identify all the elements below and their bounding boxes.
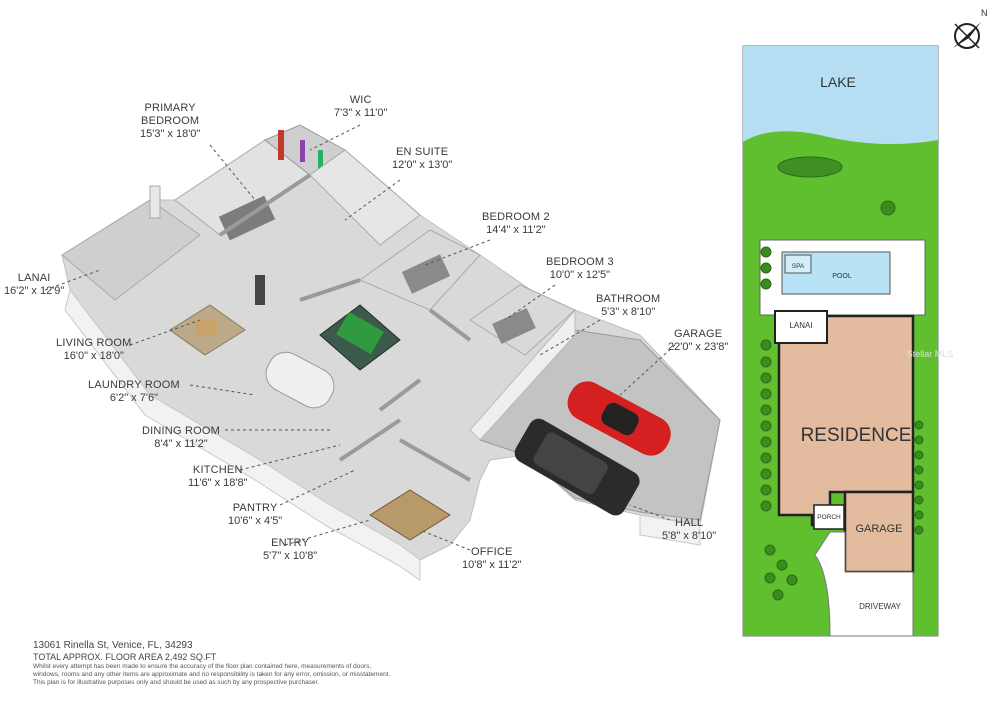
floor-plan-illustration	[44, 124, 721, 581]
red-car-icon	[567, 381, 671, 456]
compass-label: N	[981, 8, 988, 18]
ensuite-floor	[309, 149, 421, 246]
spa	[784, 254, 812, 274]
house-wall-bottom	[64, 288, 421, 581]
tree-icon	[880, 200, 896, 216]
wic-clothes	[278, 130, 284, 160]
room-label-bedroom-2: BEDROOM 2 14'4" x 11'2"	[482, 211, 550, 236]
room-label-pantry: PANTRY 10'6" x 4'5"	[228, 502, 283, 527]
room-label-laundry-room: LAUNDRY ROOM 6'2" x 7'6"	[88, 379, 180, 404]
lanai-floor	[61, 199, 201, 301]
hedge-icon	[777, 156, 843, 178]
black-suv-icon	[514, 418, 640, 516]
room-label-lanai: LANAI 16'2" x 12'9"	[4, 272, 65, 297]
room-label-hall: HALL 5'8" x 8'10"	[662, 517, 717, 542]
coffee-table	[195, 320, 217, 336]
watermark: Stellar MLS	[907, 349, 954, 359]
bed3-icon	[492, 308, 536, 344]
lake-label: LAKE	[820, 74, 856, 90]
pool-label: POOL	[832, 273, 852, 280]
shrub-row-right	[914, 420, 924, 535]
room-label-bathroom: BATHROOM 5'3" x 8'10"	[596, 293, 661, 318]
site-plan: N LAKE SPA POOL LANAI RESIDENCE PORCH GA	[742, 8, 988, 637]
lanai-column	[149, 185, 161, 219]
driveway-label: DRIVEWAY	[859, 602, 901, 611]
bed2-icon	[401, 254, 451, 294]
lake	[743, 46, 938, 144]
disclaimer-line-2: windows, rooms and any other items are a…	[33, 671, 391, 678]
total-area: TOTAL APPROX. FLOOR AREA 2,492 SQ.FT	[33, 652, 217, 662]
office-rug	[369, 489, 451, 541]
disclaimer-line-1: Whilst every attempt has been made to en…	[33, 663, 372, 670]
porch	[813, 504, 845, 530]
shrub-row-left	[760, 246, 772, 512]
porch-label: PORCH	[817, 514, 841, 521]
compass-icon: N	[953, 8, 988, 49]
lanai	[774, 310, 828, 344]
lanai-label: LANAI	[789, 321, 812, 330]
shrub-cluster	[764, 544, 798, 601]
garage-wall-bottom	[639, 514, 701, 546]
room-label-entry: ENTRY 5'7" x 10'8"	[263, 537, 318, 562]
driveway	[814, 531, 914, 637]
room-label-bedroom-3: BEDROOM 3 10'0" x 12'5"	[546, 256, 614, 281]
residence-label: RESIDENCE	[801, 425, 912, 446]
dining-table	[336, 311, 384, 355]
room-label-primary-bedroom: PRIMARY BEDROOM 15'3" x 18'0"	[140, 102, 201, 140]
spa-label: SPA	[792, 263, 805, 270]
room-label-office: OFFICE 10'8" x 11'2"	[462, 546, 522, 571]
room-label-en-suite: EN SUITE 12'0" x 13'0"	[392, 146, 453, 171]
footer: 13061 Rinella St, Venice, FL, 34293 TOTA…	[33, 640, 473, 687]
room-label-dining-room: DINING ROOM 8'4" x 11'2"	[142, 425, 220, 450]
tv-icon	[255, 275, 265, 305]
leader-lines	[44, 124, 676, 551]
room-label-garage: GARAGE 22'0" x 23'8"	[668, 328, 729, 353]
room-label-living-room: LIVING ROOM 16'0" x 18'0"	[56, 337, 132, 362]
room-label-kitchen: KITCHEN 11'6" x 18'8"	[188, 464, 248, 489]
kitchen-island	[265, 351, 335, 409]
disclaimer-line-3: This plan is for illustrative purposes o…	[33, 679, 320, 686]
garage-label: GARAGE	[855, 523, 902, 535]
room-label-wic: WIC 7'3" x 11'0"	[334, 94, 388, 119]
address: 13061 Rinella St, Venice, FL, 34293	[33, 640, 193, 651]
